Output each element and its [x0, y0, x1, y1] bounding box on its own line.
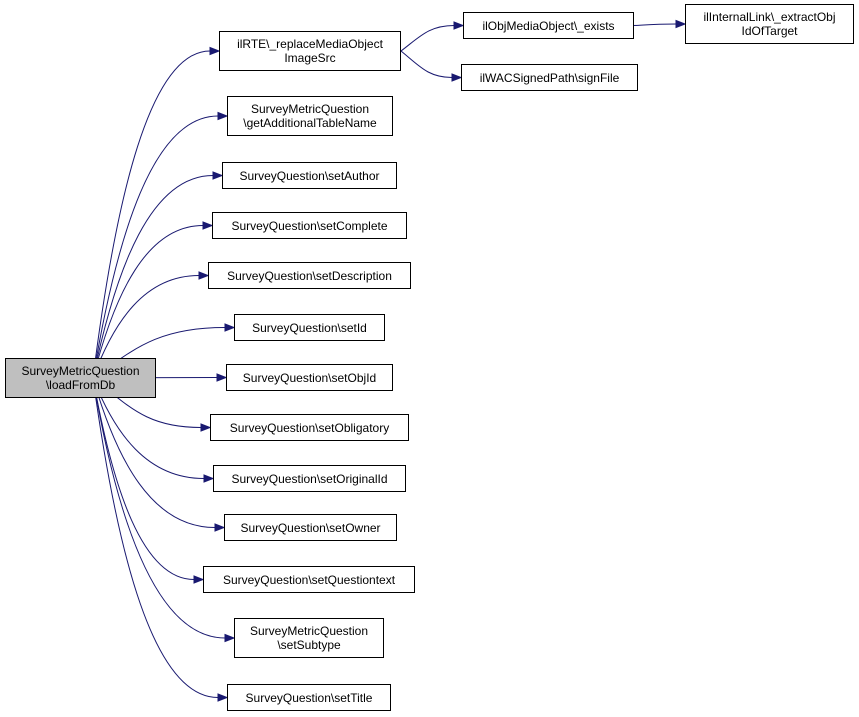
edge-root-to-set_questiontext: [92, 377, 195, 580]
node-label-line1: ilInternalLink\_extractObj: [703, 10, 836, 24]
node-surveyquestion-setoriginalid[interactable]: SurveyQuestion\setOriginalId: [213, 465, 406, 492]
edge-replace_media-to-media_exists: [400, 25, 455, 52]
node-surveyquestion-setcomplete[interactable]: SurveyQuestion\setComplete: [212, 212, 407, 239]
node-label-line1: SurveyQuestion\setDescription: [227, 268, 392, 283]
arrowhead-icon: [451, 73, 463, 82]
arrowhead-icon: [224, 633, 236, 643]
node-label-line1: SurveyQuestion\setOwner: [240, 520, 381, 535]
node-ilinternallink-extractobjidoftarget[interactable]: ilInternalLink\_extractObj IdOfTarget: [685, 4, 854, 44]
node-surveyquestion-setdescription[interactable]: SurveyQuestion\setDescription: [208, 262, 411, 289]
node-surveyquestion-setid[interactable]: SurveyQuestion\setId: [234, 314, 385, 341]
node-label-line1: SurveyQuestion\setOriginalId: [231, 471, 388, 486]
edge-root-to-set_complete: [92, 225, 204, 379]
edge-root-to-set_author: [92, 175, 214, 379]
node-label-line2: \getAdditionalTableName: [243, 116, 377, 130]
node-label-line2: \loadFromDb: [45, 378, 116, 392]
node-label-line1: SurveyQuestion\setTitle: [245, 690, 373, 705]
node-surveymetricquestion-getadditionaltablename[interactable]: SurveyMetricQuestion \getAdditionalTable…: [227, 96, 393, 136]
node-label-line1: SurveyQuestion\setObligatory: [229, 420, 390, 435]
edge-root-to-set_owner: [92, 377, 216, 528]
node-label-line2: IdOfTarget: [741, 24, 798, 38]
node-label-line1: SurveyMetricQuestion: [250, 102, 370, 116]
node-surveyquestion-setauthor[interactable]: SurveyQuestion\setAuthor: [222, 162, 397, 189]
node-ilobjmediaobject-exists[interactable]: ilObjMediaObject\_exists: [463, 12, 634, 39]
node-label-line1: SurveyMetricQuestion: [21, 364, 140, 378]
arrowhead-icon: [202, 221, 214, 230]
node-surveyquestion-setobligatory[interactable]: SurveyQuestion\setObligatory: [210, 414, 409, 441]
arrowhead-icon: [217, 111, 229, 121]
arrowhead-icon: [203, 474, 215, 483]
arrowhead-icon: [198, 271, 210, 280]
node-label-line1: SurveyQuestion\setId: [252, 320, 367, 335]
arrowhead-icon: [200, 423, 212, 432]
node-ilwacsignedpath-signfile[interactable]: ilWACSignedPath\signFile: [461, 64, 638, 91]
node-label-line1: ilRTE\_replaceMediaObject: [237, 37, 383, 51]
edge-root-to-additional_table: [92, 115, 219, 379]
node-label-line1: SurveyMetricQuestion: [249, 624, 369, 638]
node-label-line1: SurveyQuestion\setAuthor: [239, 168, 380, 183]
edge-root-to-set_subtype: [92, 377, 226, 639]
edge-root-to-replace_media: [92, 50, 211, 379]
arrowhead-icon: [675, 19, 687, 29]
edge-root-to-set_title: [92, 377, 219, 698]
edge-media_exists-to-extract_obj: [633, 23, 677, 26]
node-label-line1: SurveyQuestion\setComplete: [231, 218, 388, 233]
node-ilrte-replacemediaobjectimagesrc[interactable]: ilRTE\_replaceMediaObject ImageSrc: [219, 31, 401, 71]
node-surveyquestion-setquestiontext[interactable]: SurveyQuestion\setQuestiontext: [203, 566, 415, 593]
node-surveyquestion-setowner[interactable]: SurveyQuestion\setOwner: [224, 514, 397, 541]
arrowhead-icon: [453, 21, 465, 30]
arrowhead-icon: [193, 575, 205, 584]
node-label-line1: ilWACSignedPath\signFile: [479, 70, 620, 85]
arrowhead-icon: [217, 693, 229, 702]
arrowhead-icon: [212, 171, 224, 180]
node-label-line1: ilObjMediaObject\_exists: [482, 18, 615, 33]
arrowhead-icon: [214, 523, 226, 532]
node-surveyquestion-settitle[interactable]: SurveyQuestion\setTitle: [227, 684, 391, 711]
node-surveymetricquestion-loadfromdb[interactable]: SurveyMetricQuestion \loadFromDb: [5, 358, 156, 398]
node-surveymetricquestion-setsubtype[interactable]: SurveyMetricQuestion \setSubtype: [234, 618, 384, 658]
arrowhead-icon: [224, 323, 236, 332]
edge-replace_media-to-sign_file: [400, 50, 453, 78]
arrowhead-icon: [216, 373, 228, 382]
node-label-line2: ImageSrc: [284, 51, 336, 65]
node-label-line1: SurveyQuestion\setObjId: [242, 370, 377, 385]
node-label-line2: \setSubtype: [277, 638, 341, 652]
node-surveyquestion-setobjid[interactable]: SurveyQuestion\setObjId: [226, 364, 393, 391]
arrowhead-icon: [209, 46, 221, 56]
node-label-line1: SurveyQuestion\setQuestiontext: [222, 572, 396, 587]
